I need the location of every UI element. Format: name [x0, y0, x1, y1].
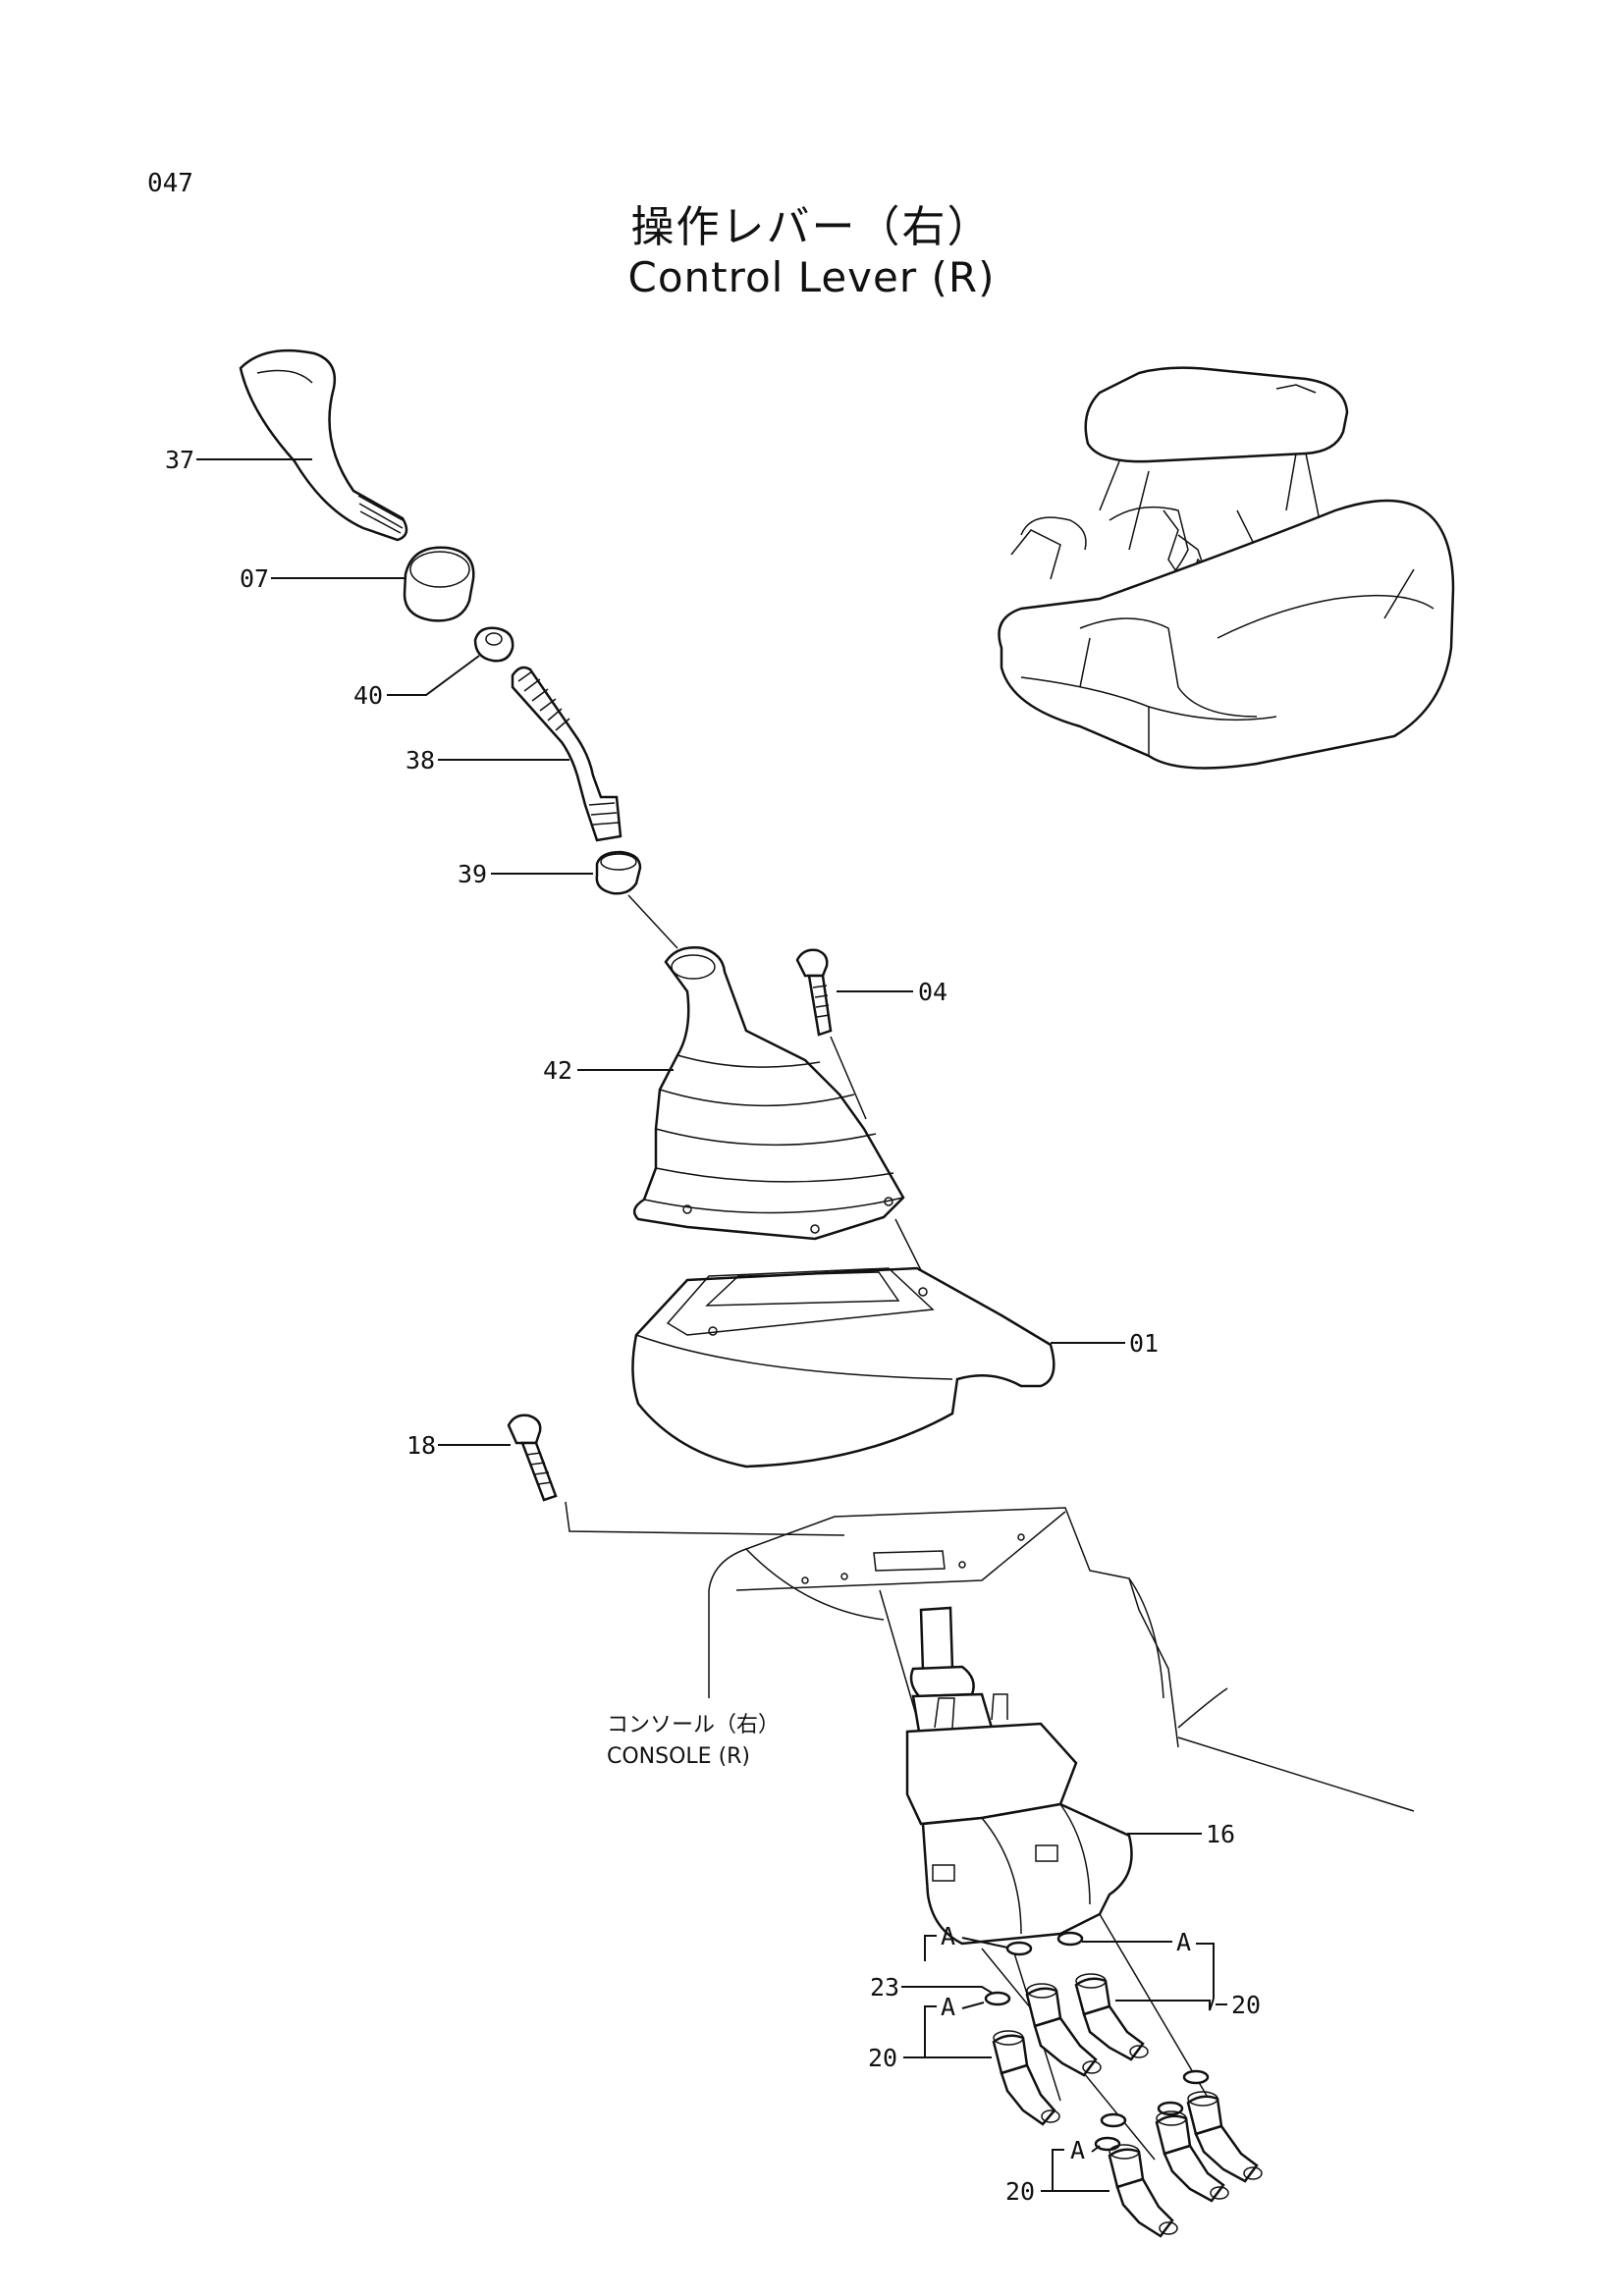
callout-20-left: 20	[868, 2044, 992, 2072]
callout-20-right-label: 20	[1231, 1991, 1261, 2019]
fitting-1	[1025, 1983, 1102, 2077]
part-pilot-valve	[905, 1606, 1133, 1946]
callout-20-left-label: 20	[868, 2044, 897, 2072]
fitting-6	[1108, 2144, 1178, 2238]
callout-20-bottom: 20	[1005, 2177, 1109, 2206]
callout-40: 40	[353, 655, 480, 710]
marker-a-3-label: A	[941, 1993, 955, 2021]
assembly-line-boot	[894, 1218, 924, 1275]
fitting-5	[1155, 2110, 1229, 2203]
o-ring-6	[1100, 2112, 1127, 2128]
callout-04-label: 04	[918, 978, 947, 1006]
marker-a-1-label: A	[941, 1922, 955, 1950]
assembly-line-port-2	[1099, 1913, 1211, 2102]
marker-a-3: A	[924, 1993, 985, 2046]
o-ring-2	[1056, 1931, 1084, 1947]
console-label-en: CONSOLE (R)	[607, 1744, 750, 1769]
title-japanese: 操作レバー（右）	[630, 202, 993, 252]
marker-a-2-label: A	[1176, 1928, 1191, 1956]
fitting-3	[992, 2030, 1060, 2126]
callout-18: 18	[406, 1431, 511, 1460]
part-nut	[595, 850, 642, 895]
callout-39: 39	[458, 860, 593, 888]
part-bolt-04	[795, 948, 833, 1037]
callout-42-label: 42	[543, 1056, 572, 1085]
marker-a-4-label: A	[1070, 2136, 1085, 2164]
callout-23: 23	[870, 1973, 993, 2002]
callout-38-label: 38	[406, 746, 435, 774]
part-grip	[239, 348, 408, 542]
o-ring-1	[1005, 1941, 1033, 1956]
o-ring-7	[1094, 2136, 1121, 2152]
marker-a-4: A	[1052, 2136, 1101, 2177]
console-label-jp: コンソール（右）	[607, 1713, 780, 1737]
callout-38: 38	[406, 746, 569, 774]
assembly-line-rod	[627, 894, 678, 949]
fitting-2	[1074, 1973, 1149, 2061]
part-cover	[631, 1266, 1055, 1468]
callout-40-label: 40	[353, 681, 383, 710]
o-ring-4	[1182, 2069, 1210, 2085]
callout-39-label: 39	[458, 860, 487, 888]
callout-18-label: 18	[406, 1431, 436, 1460]
assembly-line-04	[830, 1036, 867, 1120]
marker-a-1: A	[924, 1922, 1008, 1961]
title-english: Control Lever (R)	[627, 253, 996, 301]
callout-16: 16	[1127, 1820, 1235, 1848]
assembly-line-18	[565, 1501, 845, 1536]
part-small-nut	[473, 626, 514, 663]
machine-overview	[998, 366, 1455, 770]
console-outline	[708, 1507, 1415, 1812]
part-lever-rod	[511, 666, 622, 842]
callout-07: 07	[240, 564, 405, 593]
callout-16-label: 16	[1206, 1820, 1235, 1848]
part-cap	[403, 546, 475, 622]
fitting-4	[1186, 2091, 1263, 2183]
callout-37: 37	[165, 446, 312, 474]
callout-42: 42	[543, 1056, 674, 1085]
part-bolt-18	[507, 1414, 558, 1502]
callout-20-bottom-label: 20	[1005, 2177, 1035, 2206]
callout-20-right: 20	[1115, 1991, 1261, 2019]
marker-a-2: A	[1082, 1928, 1215, 1999]
part-boot	[632, 946, 905, 1241]
callout-23-label: 23	[870, 1973, 899, 2002]
callout-04: 04	[837, 978, 947, 1006]
page-number: 047	[147, 169, 193, 198]
callout-37-label: 37	[165, 446, 194, 474]
o-ring-3	[984, 1991, 1011, 2006]
callout-07-label: 07	[240, 564, 269, 593]
callout-01: 01	[1051, 1329, 1159, 1358]
callout-01-label: 01	[1129, 1329, 1159, 1358]
